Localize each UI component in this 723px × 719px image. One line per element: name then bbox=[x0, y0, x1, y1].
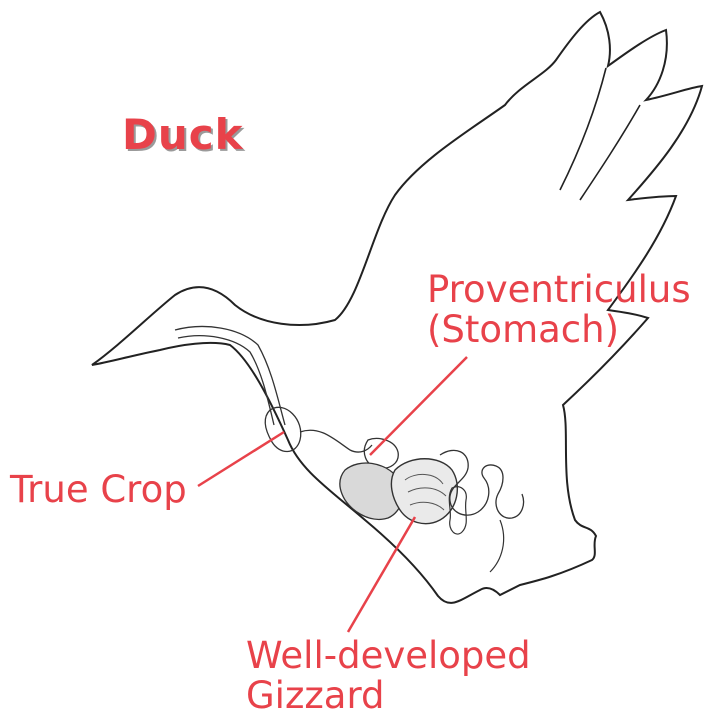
cloaca-line bbox=[490, 520, 504, 572]
label-well-developed: Well-developed bbox=[246, 636, 531, 676]
esophagus bbox=[175, 326, 285, 425]
diagram-title: Duck bbox=[122, 110, 244, 159]
label-true-crop: True Crop bbox=[10, 470, 187, 510]
pointer-proventriculus bbox=[370, 357, 467, 455]
crop-to-stomach-tube bbox=[300, 430, 372, 452]
label-gizzard: Gizzard bbox=[246, 676, 385, 716]
pointer-true-crop bbox=[198, 432, 284, 486]
gizzard-organ bbox=[391, 459, 457, 524]
wing-feather-line bbox=[560, 68, 640, 200]
label-proventriculus: Proventriculus bbox=[427, 270, 691, 310]
label-stomach: (Stomach) bbox=[427, 310, 619, 350]
